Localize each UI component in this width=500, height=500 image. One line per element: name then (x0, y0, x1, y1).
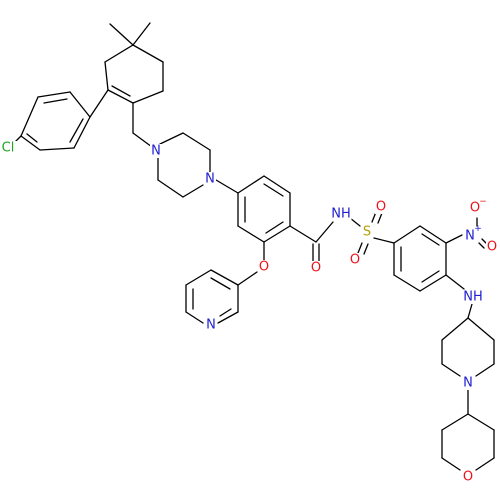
atom-label-mask (150, 144, 162, 158)
atom-label-nitro-nitrogen: N (465, 229, 475, 244)
atom-label-masks (0, 141, 498, 484)
atom-label-sulfonyl-oxygen-1: O (376, 200, 386, 215)
atom-label-piperidine-nitrogen: N (463, 376, 473, 391)
atom-label-mask (310, 261, 322, 275)
atom-label-pyridine-nitrogen: N (206, 318, 216, 333)
atom-label-piperazine-n1: N (151, 144, 161, 159)
atom-label-mask (361, 225, 373, 239)
atom-label-mask (462, 290, 484, 304)
atom-label-mask (258, 260, 270, 274)
atom-label-mask (462, 376, 474, 390)
atom-label-amide-oxygen: O (311, 261, 321, 276)
nitro-oxygen-charge: − (479, 197, 487, 207)
atom-label-mask (0, 141, 19, 155)
atom-label-mask (462, 470, 474, 484)
atom-label-piperazine-n4: N (205, 172, 215, 187)
atom-label-mask (204, 172, 216, 186)
atom-label-mask (205, 318, 217, 332)
atom-label-mask (469, 201, 481, 215)
formal-charges: + − (474, 197, 487, 234)
atom-label-ether-oxygen: O (259, 260, 269, 275)
atom-label-mask (330, 207, 352, 221)
atom-label-amide-nh: NH (331, 207, 351, 222)
atom-label-nitro-oxygen-1: O (470, 201, 480, 216)
nitro-nitrogen-charge: + (474, 224, 482, 234)
atom-label-amine-nh: NH (463, 290, 483, 305)
atom-label-pyran-oxygen: O (463, 470, 473, 485)
atom-labels: Cl N N O N O NH S O O N O O NH N O (2, 141, 497, 485)
atom-label-mask (349, 253, 361, 267)
atom-label-chlorine: Cl (2, 141, 15, 156)
atom-label-mask (486, 240, 498, 254)
atom-label-nitro-oxygen-2: O (487, 240, 497, 255)
atom-label-mask (464, 229, 476, 243)
atom-label-mask (375, 200, 387, 214)
atom-label-sulfur: S (363, 225, 371, 240)
bond-lines (11, 22, 495, 471)
atom-label-sulfonyl-oxygen-2: O (350, 253, 360, 268)
